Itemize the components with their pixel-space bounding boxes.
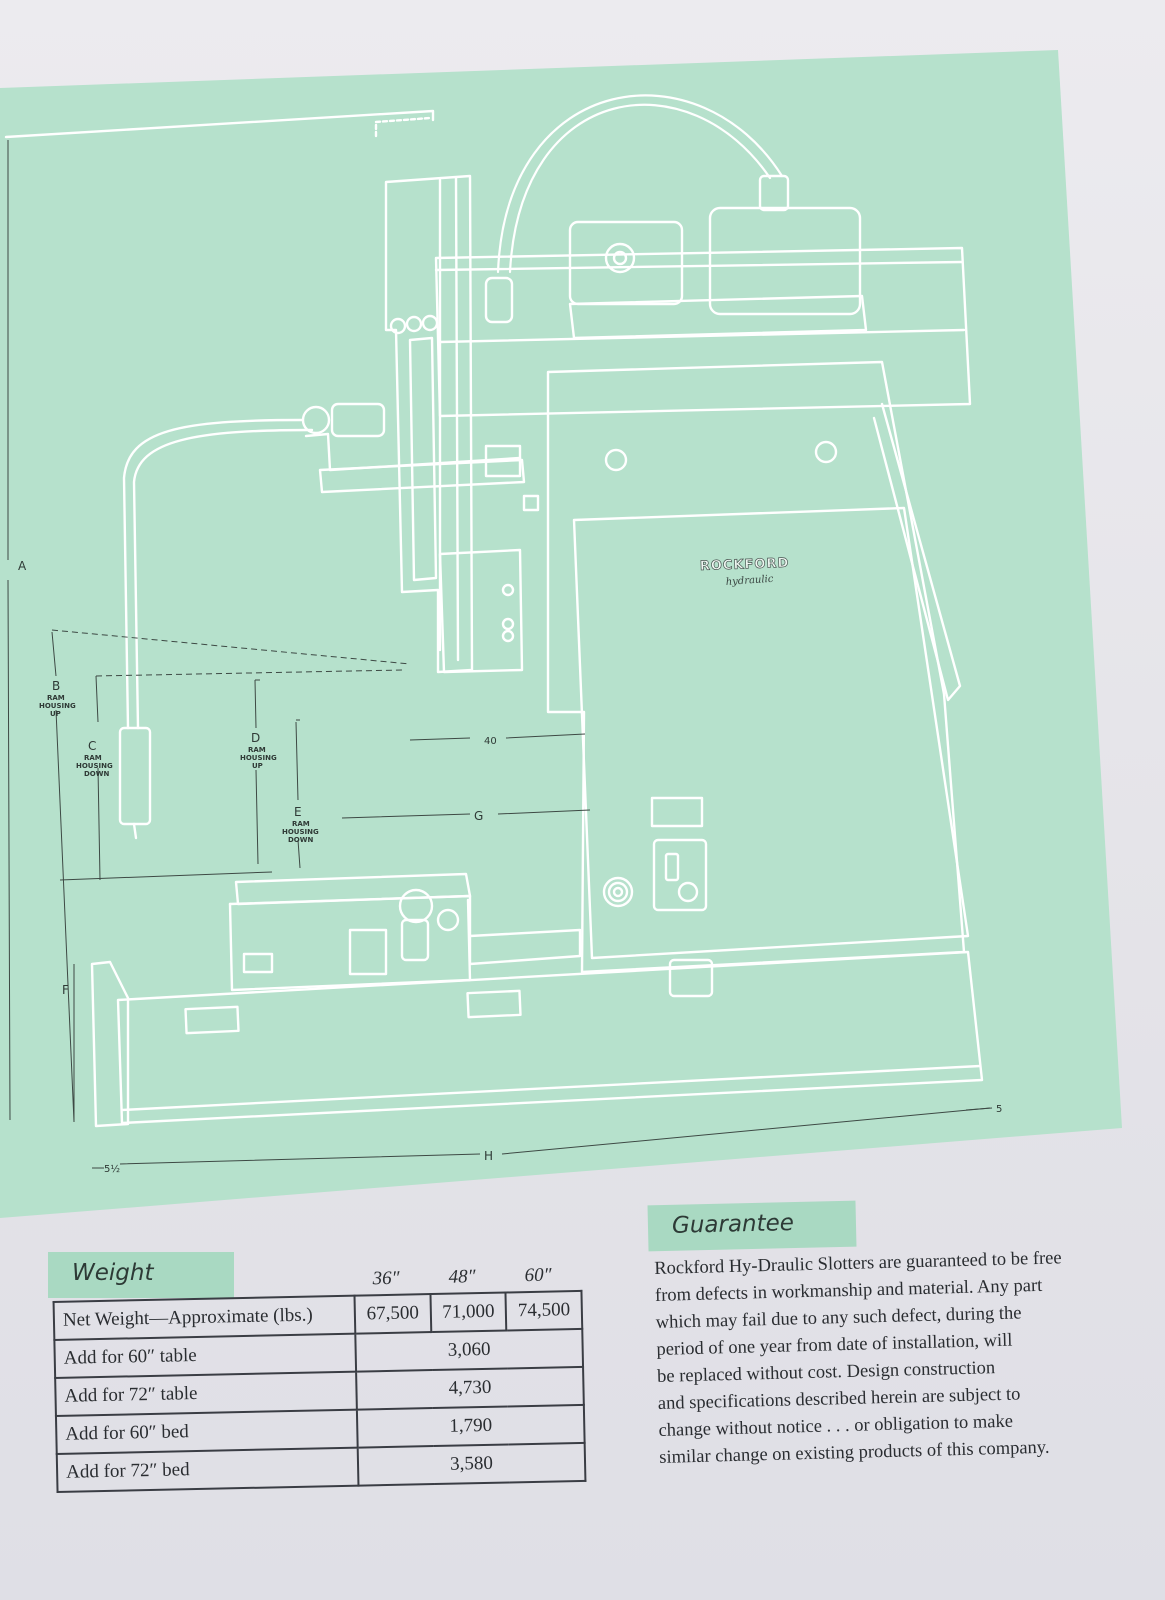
weight-heading: Weight xyxy=(48,1252,234,1298)
hose-fitting xyxy=(484,276,514,324)
row-label-72-table: Add for 72″ table xyxy=(55,1371,357,1416)
net-weight-36: 67,500 xyxy=(354,1294,431,1334)
column-rear-rail xyxy=(872,402,962,702)
machine-drawing-panel: ROCKFORD hydraulic A B RAM HOUSING UP C … xyxy=(0,50,1122,1218)
dim-note-b-1: RAM xyxy=(47,694,65,702)
dim-note-d-2: HOUSING xyxy=(240,754,277,762)
dim-note-c-2: HOUSING xyxy=(76,762,113,770)
dim-line-g xyxy=(341,809,591,819)
dim-note-c-1: RAM xyxy=(84,754,102,762)
col-header-48: 48″ xyxy=(448,1266,476,1288)
guarantee-paragraph: Rockford Hy-Draulic Slotters are guarant… xyxy=(654,1243,1139,1471)
column-hole-right xyxy=(814,440,838,464)
button-panel xyxy=(650,796,704,828)
net-weight-48: 71,000 xyxy=(430,1292,507,1333)
brand-subtitle: hydraulic xyxy=(725,574,774,588)
row-label-72-bed: Add for 72″ bed xyxy=(56,1447,359,1492)
brand-name: ROCKFORD xyxy=(700,556,790,574)
row-label-net-weight: Net Weight—Approximate (lbs.) xyxy=(53,1295,356,1340)
bed-lower-line xyxy=(120,1064,982,1112)
dim-label-f: F xyxy=(62,983,69,997)
machine-outline xyxy=(4,94,984,1128)
column-body xyxy=(546,360,966,974)
value-72-table: 4,730 xyxy=(356,1366,584,1410)
guarantee-heading: Guarantee xyxy=(647,1200,857,1252)
dim-label-h: H xyxy=(484,1149,493,1163)
col-header-36: 36″ xyxy=(372,1267,400,1290)
dim-note-b-2: HOUSING xyxy=(39,702,76,710)
bed-outline xyxy=(116,950,984,1125)
drawing-background xyxy=(0,50,1122,1218)
dim-label-e: E xyxy=(294,805,302,819)
col-header-60: 60″ xyxy=(524,1264,552,1287)
dim-note-e-1: RAM xyxy=(292,820,310,828)
dim-line-a xyxy=(7,140,11,1121)
table-base xyxy=(228,898,472,992)
dim-note-e-3: DOWN xyxy=(288,836,313,844)
weight-table: Net Weight—Approximate (lbs.) 67,500 71,… xyxy=(53,1290,587,1493)
dim-label-c: C xyxy=(88,739,96,753)
saddle-block xyxy=(484,444,522,478)
dim-label-b: B xyxy=(52,679,60,693)
ram-housing xyxy=(384,174,474,674)
table-clamp xyxy=(348,928,388,976)
guard-rail-frame xyxy=(434,246,972,418)
dimension-lines xyxy=(7,140,993,1169)
dim-label-5-half: 5½ xyxy=(104,1163,120,1175)
arm-motor xyxy=(330,402,386,438)
dim-line-e xyxy=(295,721,301,869)
bed-slot-center xyxy=(466,989,522,1019)
ram-top-dashed xyxy=(374,116,432,138)
dim-line-h xyxy=(119,1107,991,1165)
motor-housing xyxy=(708,206,862,316)
pump-wheel xyxy=(604,242,636,274)
base-valve xyxy=(668,958,714,998)
dim-label-a: A xyxy=(18,559,27,573)
saddle-upper xyxy=(438,548,524,674)
dim-note-d-1: RAM xyxy=(248,746,266,754)
feed-arm xyxy=(318,458,526,494)
value-60-bed: 1,790 xyxy=(356,1404,585,1448)
hydraulic-hose xyxy=(508,103,772,274)
dim-note-d-3: UP xyxy=(252,762,263,770)
row-label-60-table: Add for 60″ table xyxy=(54,1333,357,1378)
value-72-bed: 3,580 xyxy=(357,1442,586,1486)
dim-label-5: 5 xyxy=(996,1104,1002,1115)
pump-housing xyxy=(568,220,684,306)
dim-note-b-3: UP xyxy=(50,710,61,718)
column-panel xyxy=(572,506,970,960)
net-weight-60: 74,500 xyxy=(505,1290,583,1331)
dim-label-d: D xyxy=(251,731,260,745)
motor-base xyxy=(568,294,868,340)
dim-label-40: 40 xyxy=(484,736,497,747)
weight-section: 36″ 48″ 60″ Net Weight—Approximate (lbs.… xyxy=(52,1264,596,1493)
ram-slide xyxy=(408,336,438,582)
top-frame-line xyxy=(4,109,435,139)
value-60-table: 3,060 xyxy=(355,1328,584,1372)
dim-line-d xyxy=(254,679,259,865)
row-label-60-bed: Add for 60″ bed xyxy=(55,1409,358,1454)
dim-line-40 xyxy=(409,733,586,741)
control-switch xyxy=(652,838,708,912)
guard-rail-bars xyxy=(434,260,966,344)
column-dial xyxy=(602,876,634,908)
dim-line-c xyxy=(95,675,101,881)
pendant-cable xyxy=(122,418,304,730)
bed-left-end xyxy=(90,960,130,1128)
dim-note-e-2: HOUSING xyxy=(282,828,319,836)
table-handwheel xyxy=(398,888,434,924)
dim-label-g: G xyxy=(474,809,483,823)
bed-slot-left xyxy=(184,1005,240,1035)
dim-line-5 xyxy=(965,1107,993,1111)
dim-note-c-3: DOWN xyxy=(84,770,109,778)
column-hole-left xyxy=(604,448,628,472)
dim-line-b xyxy=(51,631,75,1123)
